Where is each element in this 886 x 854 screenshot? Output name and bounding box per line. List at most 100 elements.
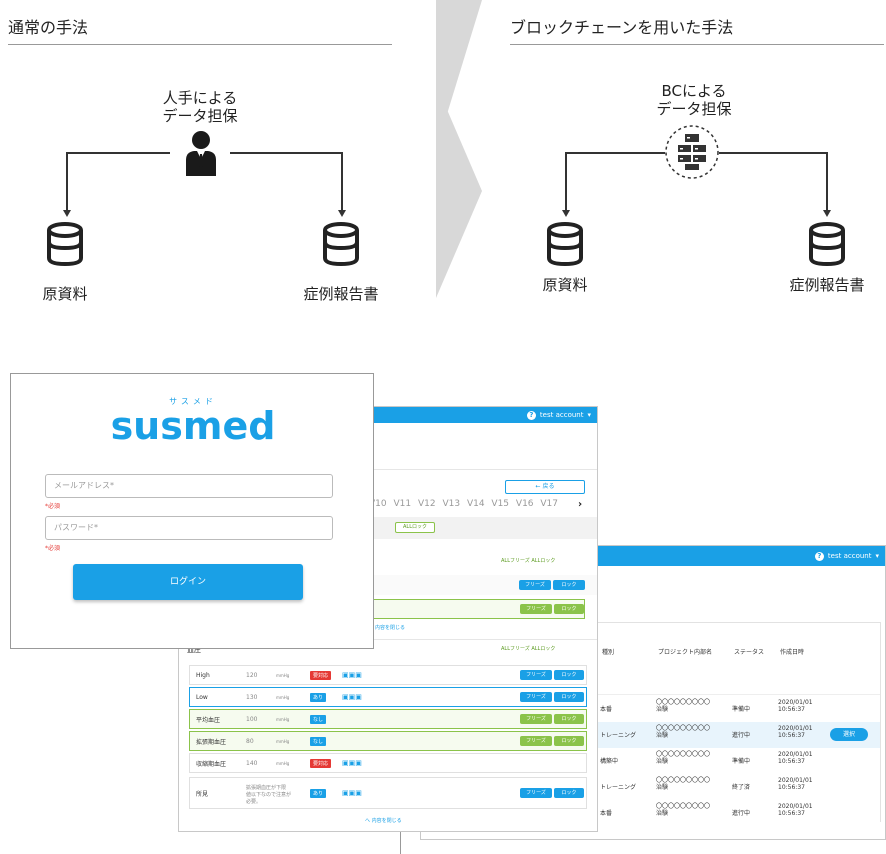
chevron-down-icon[interactable]: ▾: [875, 552, 879, 560]
row-name: 収縮期血圧: [196, 760, 227, 768]
lock-button[interactable]: ロック: [554, 736, 584, 746]
visit-tabs[interactable]: V10 V11 V12 V13 V14 V15 V16 V17: [369, 499, 558, 509]
query-tag[interactable]: なし: [310, 714, 327, 724]
col-header-date: 作成日時: [780, 649, 805, 656]
right-title-rule: [510, 44, 884, 45]
lock-button[interactable]: ロック: [554, 604, 584, 614]
lock-button[interactable]: ロック: [554, 788, 584, 798]
left-arrow-2: [338, 210, 346, 217]
row-value: 拡張期血圧が下限 値以下なので注意が 必要。: [246, 785, 292, 805]
chart-icon[interactable]: ▣▣▣: [342, 693, 362, 701]
table-row[interactable]: 構築中 〇〇〇〇〇〇〇〇〇 治験 準備中 2020/01/01 10:56:37: [598, 748, 880, 774]
account-name[interactable]: test account: [539, 411, 584, 419]
right-section-title: ブロックチェーンを用いた手法: [510, 18, 734, 37]
left-line-h1: [66, 152, 170, 154]
back-button[interactable]: ← 戻る: [505, 480, 585, 494]
freeze-button[interactable]: フリーズ: [520, 692, 552, 702]
table-row: 収縮期血圧 140 mmHg 要対応 ▣▣▣: [189, 753, 587, 773]
all-freeze-lock-links[interactable]: ALLフリーズ ALLロック: [501, 646, 556, 652]
chevron-down-icon[interactable]: ▾: [587, 411, 591, 419]
row-name: 所見: [196, 790, 209, 798]
row-unit: mmHg: [276, 694, 290, 700]
row-status: 終了済: [732, 784, 751, 791]
row-name: Low: [196, 693, 208, 701]
lock-button[interactable]: ロック: [554, 692, 584, 702]
query-tag[interactable]: 要対応: [310, 758, 332, 768]
close-content-link[interactable]: へ 内容を閉じる: [365, 818, 402, 824]
database-icon: [545, 222, 585, 270]
table-row[interactable]: 本番 〇〇〇〇〇〇〇〇〇 治験 準備中 2020/01/01 10:56:37: [598, 696, 880, 722]
row-unit: mmHg: [276, 760, 290, 766]
lock-button[interactable]: ロック: [554, 714, 584, 724]
table-row[interactable]: 本番 〇〇〇〇〇〇〇〇〇 治験 進行中 2020/01/01 10:56:37: [598, 800, 880, 826]
account-name[interactable]: test account: [827, 552, 872, 560]
chart-icon[interactable]: ▣▣▣: [342, 789, 362, 797]
table-row[interactable]: トレーニング 〇〇〇〇〇〇〇〇〇 治験 進行中 2020/01/01 10:56…: [598, 722, 880, 748]
query-tag[interactable]: なし: [310, 736, 327, 746]
row-status: 進行中: [732, 732, 751, 739]
row-name: 拡張期血圧: [196, 738, 227, 746]
right-line-h2: [719, 152, 827, 154]
project-table-body: 本番 〇〇〇〇〇〇〇〇〇 治験 準備中 2020/01/01 10:56:37 …: [598, 690, 880, 830]
freeze-button[interactable]: フリーズ: [520, 788, 552, 798]
password-field[interactable]: パスワード*: [45, 516, 333, 540]
lock-button[interactable]: ロック: [553, 580, 585, 590]
login-button[interactable]: ログイン: [73, 564, 303, 600]
right-line-v1: [565, 152, 567, 212]
row-name: 〇〇〇〇〇〇〇〇〇 治験: [656, 803, 711, 817]
row-name: 〇〇〇〇〇〇〇〇〇 治験: [656, 699, 711, 713]
left-line-v2: [341, 152, 343, 212]
right-line-h1: [565, 152, 665, 154]
col-header-status: ステータス: [734, 649, 765, 656]
left-db-left-label: 原資料: [42, 285, 88, 303]
row-name: 〇〇〇〇〇〇〇〇〇 治験: [656, 725, 711, 739]
close-content-link[interactable]: 内容を閉じる: [375, 625, 406, 631]
right-db-left-label: 原資料: [542, 276, 588, 294]
lock-button[interactable]: ロック: [554, 670, 584, 680]
help-icon[interactable]: ?: [814, 551, 824, 561]
row-name: 〇〇〇〇〇〇〇〇〇 治験: [656, 751, 711, 765]
chart-icon[interactable]: ▣▣▣: [342, 671, 362, 679]
all-lock-button[interactable]: ALLロック: [395, 522, 435, 533]
freeze-button[interactable]: フリーズ: [519, 580, 551, 590]
help-icon[interactable]: ?: [526, 410, 536, 420]
row-value: 80: [246, 737, 254, 745]
left-center-label-2: データ担保: [162, 107, 238, 125]
row-type: 本番: [600, 810, 613, 817]
freeze-button[interactable]: フリーズ: [520, 736, 552, 746]
row-name: High: [196, 671, 210, 679]
table-row: 所見 拡張期血圧が下限 値以下なので注意が 必要。 あり ▣▣▣ フリーズ ロッ…: [189, 777, 587, 809]
freeze-button[interactable]: フリーズ: [520, 714, 552, 724]
row-unit: mmHg: [276, 716, 290, 722]
query-tag[interactable]: あり: [310, 788, 327, 798]
divider: [179, 469, 597, 470]
divider: [598, 694, 880, 695]
query-tag[interactable]: あり: [310, 692, 327, 702]
select-button[interactable]: 選択: [830, 728, 868, 741]
row-date: 2020/01/01 10:56:37: [778, 751, 813, 765]
row-status: 準備中: [732, 758, 751, 765]
chart-icon[interactable]: ▣▣▣: [342, 759, 362, 767]
query-tag[interactable]: 要対応: [310, 670, 332, 680]
table-row: 拡張期血圧 80 mmHg なし フリーズ ロック: [189, 731, 587, 751]
table-row: Low 130 mmHg あり ▣▣▣ フリーズ ロック: [189, 687, 587, 707]
table-row[interactable]: トレーニング 〇〇〇〇〇〇〇〇〇 治験 終了済 2020/01/01 10:56…: [598, 774, 880, 800]
col-header-name: プロジェクト内部名: [658, 649, 713, 656]
row-date: 2020/01/01 10:56:37: [778, 725, 813, 739]
freeze-button[interactable]: フリーズ: [520, 604, 552, 614]
chevron-right-icon[interactable]: ›: [578, 499, 583, 510]
database-icon: [807, 222, 847, 270]
row-date: 2020/01/01 10:56:37: [778, 777, 813, 791]
all-freeze-lock-links[interactable]: ALLフリーズ ALLロック: [501, 558, 556, 564]
row-type: トレーニング: [600, 732, 637, 739]
freeze-button[interactable]: フリーズ: [520, 670, 552, 680]
section-title-bp: 血圧: [187, 646, 201, 654]
table-row: High 120 mmHg 要対応 ▣▣▣ フリーズ ロック: [189, 665, 587, 685]
email-required-note: *必須: [45, 503, 61, 510]
email-field[interactable]: メールアドレス*: [45, 474, 333, 498]
divider: [400, 832, 401, 854]
right-arrow-1: [562, 210, 570, 217]
row-type: 本番: [600, 706, 613, 713]
left-line-v1: [66, 152, 68, 212]
login-screenshot: サスメド susmed メールアドレス* *必須 パスワード* *必須 ログイン: [10, 373, 374, 649]
